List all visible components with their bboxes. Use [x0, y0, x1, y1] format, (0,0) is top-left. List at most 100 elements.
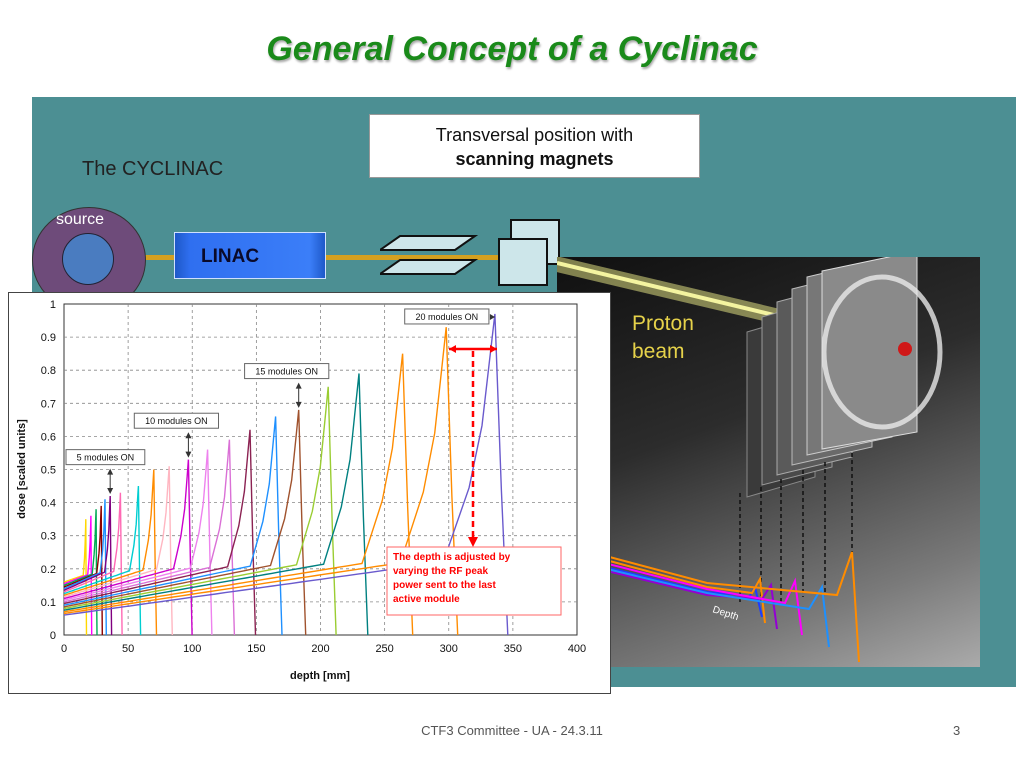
magnet-plate-upper: [380, 235, 479, 251]
x-tick-label: 200: [311, 643, 329, 655]
bragg-peak-curve: [63, 509, 98, 636]
y-tick-label: 0.3: [41, 531, 56, 543]
bragg-curves: [557, 542, 860, 663]
tumor-target: [898, 342, 912, 356]
y-tick-label: 0.8: [41, 365, 56, 377]
proton-label-line2: beam: [632, 340, 685, 363]
source-core: [62, 233, 114, 285]
annotation-arrowhead: [107, 468, 114, 475]
x-tick-label: 350: [504, 643, 522, 655]
page-number: 3: [953, 723, 961, 738]
x-tick-label: 300: [440, 643, 458, 655]
red-arrowhead-left: [449, 345, 456, 353]
cyclinac-label: The CYCLINAC: [82, 158, 224, 180]
skull-outline: [821, 274, 943, 430]
module-annotation-box: [244, 363, 330, 380]
bragg-peak-curve: [63, 459, 193, 636]
dose-depth-chart-svg: 0 50 100 150 200 250 300 350 400 0 0.1 0.2 0.3 0.4 0.5…: [16, 299, 586, 682]
red-pointer-head: [468, 537, 478, 547]
bragg-peak-curve: [63, 495, 113, 636]
bragg-peak-curve: [63, 469, 158, 636]
x-tick-label: 250: [375, 643, 393, 655]
tick-layer: 0 50 100 150 200 250 300 350 400 0 0.1 0.2 0.3 0.4 0.5…: [41, 299, 586, 655]
slide-title: General Concept of a Cyclinac: [266, 30, 758, 68]
red-note-box: [386, 546, 562, 616]
beamline: [120, 255, 560, 260]
magnet-cube-front: [498, 238, 548, 286]
y-tick-label: 0.9: [41, 332, 56, 344]
bragg-peak-curve: [63, 519, 88, 636]
module-annotation-label: 10 modules ON: [145, 416, 208, 426]
bragg-curve-5: [557, 556, 830, 648]
red-note-line-1: The depth is adjusted by: [393, 552, 511, 563]
linac-box: [174, 232, 326, 279]
bragg-peak-curve: [63, 515, 93, 636]
bragg-peak-curve: [63, 373, 369, 636]
module-annotation-box: [65, 449, 146, 466]
bragg-peak-curve: [63, 505, 103, 636]
slice-6: [821, 257, 918, 450]
bragg-peak-curve: [63, 449, 213, 636]
bragg-peak-curve: [63, 439, 236, 636]
source-label: source: [56, 211, 105, 228]
red-note: The depth is adjusted by varying the RF …: [386, 345, 562, 616]
bragg-peak-curve: [63, 499, 107, 636]
x-tick-label: 150: [247, 643, 265, 655]
x-tick-label: 400: [568, 643, 586, 655]
bragg-curve-4: [557, 550, 803, 636]
scanning-magnets-icon: [380, 235, 479, 275]
y-tick-label: 0.1: [41, 597, 56, 609]
bragg-curve-6: [557, 542, 860, 663]
annotation-arrowhead: [185, 432, 192, 439]
scan-box-line2: scanning magnets: [455, 149, 614, 169]
x-tick-label: 100: [183, 643, 201, 655]
annotation-arrowhead: [295, 382, 302, 389]
footer-text: CTF3 Committee - UA - 24.3.11: [421, 723, 603, 738]
annotation-arrowhead: [295, 401, 302, 408]
bragg-peak-curve: [63, 466, 173, 636]
x-tick-label: 0: [61, 643, 67, 655]
proton-beam-illustration: Depth: [557, 257, 943, 663]
red-note-line-2: varying the RF peak: [393, 566, 488, 577]
scan-box-line1: Transversal position with: [435, 125, 634, 145]
module-annotation-box: [133, 412, 220, 429]
proton-beam-label: Proton beam: [632, 310, 694, 366]
linac-label: LINAC: [201, 246, 260, 267]
module-annotation-box: [404, 308, 490, 325]
y-axis-label: dose [scaled units]: [16, 419, 28, 519]
annotation-arrowhead: [185, 451, 192, 458]
bragg-peak-curve: [63, 386, 337, 636]
annotation-arrowhead: [489, 313, 495, 320]
slice-dropdown-lines: [739, 453, 853, 602]
module-annotation-label: 20 modules ON: [416, 312, 479, 322]
bragg-peak-curve: [63, 492, 123, 636]
annotation-arrowhead: [107, 487, 114, 494]
bragg-curve-2: [557, 546, 766, 624]
y-tick-label: 0.4: [41, 498, 56, 510]
y-tick-label: 0.2: [41, 564, 56, 576]
dose-depth-chart: 0 50 100 150 200 250 300 350 400 0 0.1 0.2 0.3 0.4 0.5…: [8, 292, 611, 694]
scanning-magnets-box: Transversal position with scanning magne…: [369, 114, 700, 178]
magnet-plate-lower: [380, 259, 479, 275]
red-note-line-3: power sent to the last: [393, 580, 496, 591]
bragg-peak-curve: [63, 409, 307, 636]
bragg-peak-curve: [63, 416, 283, 636]
y-tick-label: 0.7: [41, 398, 56, 410]
depth-axis-label: Depth: [711, 604, 740, 623]
module-annotation-label: 15 modules ON: [255, 367, 318, 377]
y-tick-label: 1: [50, 299, 56, 311]
module-annotation-label: 5 modules ON: [77, 453, 135, 463]
y-tick-label: 0.5: [41, 465, 56, 477]
bragg-peak-curve: [63, 485, 142, 636]
annotation-layer: 5 modules ON 10 modules ON 15 modules ON 20…: [65, 308, 495, 494]
x-axis-label: depth [mm]: [290, 670, 350, 682]
bragg-peak-curve: [63, 429, 257, 636]
bragg-peak-curve: [63, 353, 414, 636]
y-tick-label: 0: [50, 630, 56, 642]
red-arrowhead-right: [490, 345, 497, 353]
red-note-line-4: active module: [393, 594, 460, 605]
bragg-peak-curve: [63, 327, 459, 636]
x-tick-label: 50: [122, 643, 134, 655]
proton-label-line1: Proton: [632, 312, 694, 335]
head-slices: [746, 257, 943, 498]
